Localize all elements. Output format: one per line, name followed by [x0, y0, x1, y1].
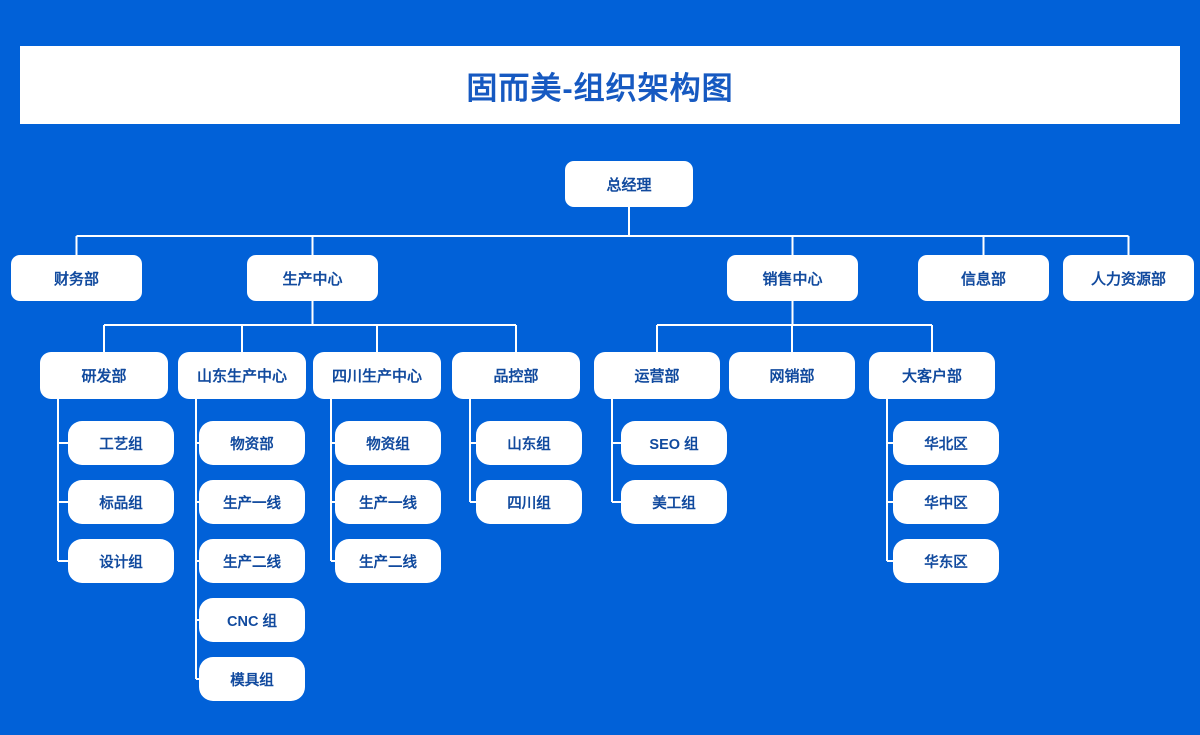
org-node-sc-l1[interactable]: 生产一线	[335, 480, 441, 524]
page-title: 固而美-组织架构图	[466, 70, 734, 106]
org-node-sc-mat[interactable]: 物资组	[335, 421, 441, 465]
org-node-gm[interactable]: 总经理	[565, 161, 693, 207]
org-node-finance[interactable]: 财务部	[11, 255, 142, 301]
org-node-sc-l2[interactable]: 生产二线	[335, 539, 441, 583]
org-node-label: 销售中心	[762, 270, 823, 288]
org-node-label: 研发部	[81, 368, 127, 385]
org-node-label: 生产一线	[223, 495, 281, 512]
org-node-label: 山东组	[507, 436, 551, 453]
org-node-label: 人力资源部	[1090, 270, 1166, 288]
org-node-central[interactable]: 华中区	[893, 480, 999, 524]
org-node-label: 生产二线	[359, 554, 417, 571]
org-node-seo[interactable]: SEO 组	[621, 421, 727, 465]
org-node-sd-cnc[interactable]: CNC 组	[199, 598, 305, 642]
org-node-qc[interactable]: 品控部	[452, 352, 580, 399]
org-node-sd-l1[interactable]: 生产一线	[199, 480, 305, 524]
org-node-label: 华中区	[924, 495, 968, 512]
org-node-ops[interactable]: 运营部	[594, 352, 720, 399]
org-node-qc-sc[interactable]: 四川组	[476, 480, 582, 524]
org-node-rd[interactable]: 研发部	[40, 352, 168, 399]
org-node-std[interactable]: 标品组	[68, 480, 174, 524]
org-node-sd-mat[interactable]: 物资部	[199, 421, 305, 465]
org-node-label: 运营部	[634, 368, 680, 385]
org-node-label: 华北区	[924, 436, 968, 453]
org-node-label: 总经理	[606, 176, 652, 194]
org-node-keyacct[interactable]: 大客户部	[869, 352, 995, 399]
org-node-qc-sd[interactable]: 山东组	[476, 421, 582, 465]
org-node-label: 生产二线	[223, 554, 281, 571]
org-node-label: 四川组	[507, 495, 551, 512]
org-node-info[interactable]: 信息部	[918, 255, 1049, 301]
org-node-label: 生产一线	[359, 495, 417, 512]
title-banner: 固而美-组织架构图	[20, 46, 1180, 124]
org-node-east[interactable]: 华东区	[893, 539, 999, 583]
org-node-north[interactable]: 华北区	[893, 421, 999, 465]
org-node-label: 大客户部	[901, 368, 962, 385]
org-node-sdprod[interactable]: 山东生产中心	[178, 352, 306, 399]
org-node-scprod[interactable]: 四川生产中心	[313, 352, 441, 399]
org-node-prod[interactable]: 生产中心	[247, 255, 378, 301]
org-node-label: 物资组	[366, 436, 410, 453]
org-node-label: 生产中心	[282, 270, 343, 288]
org-node-craft[interactable]: 工艺组	[68, 421, 174, 465]
org-node-label: 设计组	[99, 554, 143, 571]
org-node-label: 财务部	[53, 270, 99, 288]
org-node-sales[interactable]: 销售中心	[727, 255, 858, 301]
org-node-label: 网销部	[769, 368, 815, 385]
org-node-design[interactable]: 设计组	[68, 539, 174, 583]
org-node-sd-l2[interactable]: 生产二线	[199, 539, 305, 583]
org-node-art[interactable]: 美工组	[621, 480, 727, 524]
org-node-hr[interactable]: 人力资源部	[1063, 255, 1194, 301]
org-node-label: CNC 组	[227, 613, 277, 630]
org-node-label: 物资部	[230, 436, 274, 453]
org-node-label: 美工组	[652, 495, 696, 512]
org-node-label: 四川生产中心	[331, 368, 422, 385]
org-node-label: 山东生产中心	[196, 368, 287, 385]
org-node-sd-mold[interactable]: 模具组	[199, 657, 305, 701]
org-node-label: 信息部	[960, 270, 1006, 288]
org-node-label: 华东区	[924, 554, 968, 571]
org-node-label: 工艺组	[99, 436, 143, 453]
org-node-label: SEO 组	[649, 436, 699, 453]
org-node-webmkt[interactable]: 网销部	[729, 352, 855, 399]
org-node-label: 品控部	[493, 368, 539, 385]
org-node-label: 模具组	[230, 672, 274, 689]
org-node-label: 标品组	[99, 495, 143, 512]
